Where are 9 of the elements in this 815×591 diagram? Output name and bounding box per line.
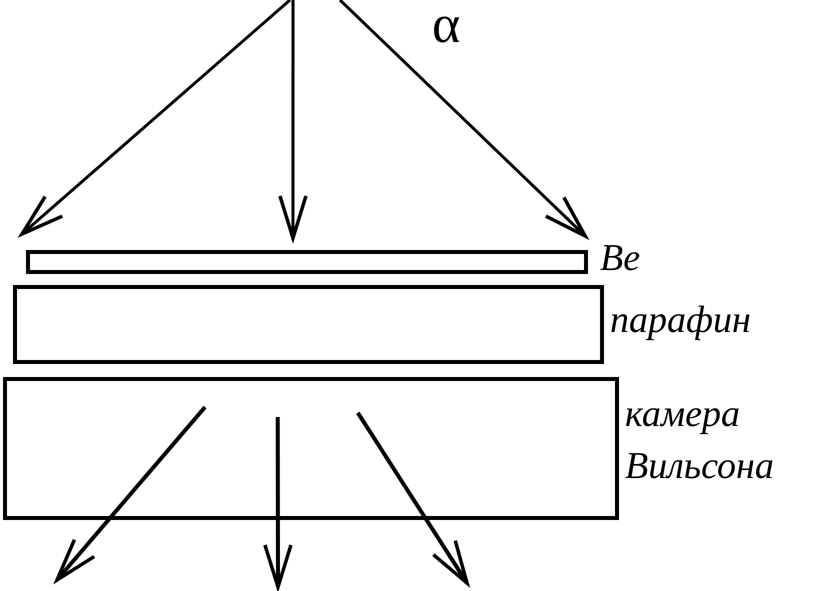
material-label: Be <box>600 236 640 281</box>
particle-arrow <box>356 412 469 585</box>
particle-arrow <box>55 406 207 582</box>
material-label: парафин <box>610 298 751 343</box>
material-label: камера Вильсона <box>625 392 775 489</box>
particle-arrow <box>338 0 587 238</box>
particle-symbol: α <box>432 0 460 54</box>
particle-arrow <box>263 417 293 589</box>
particle-arrow <box>20 0 291 236</box>
